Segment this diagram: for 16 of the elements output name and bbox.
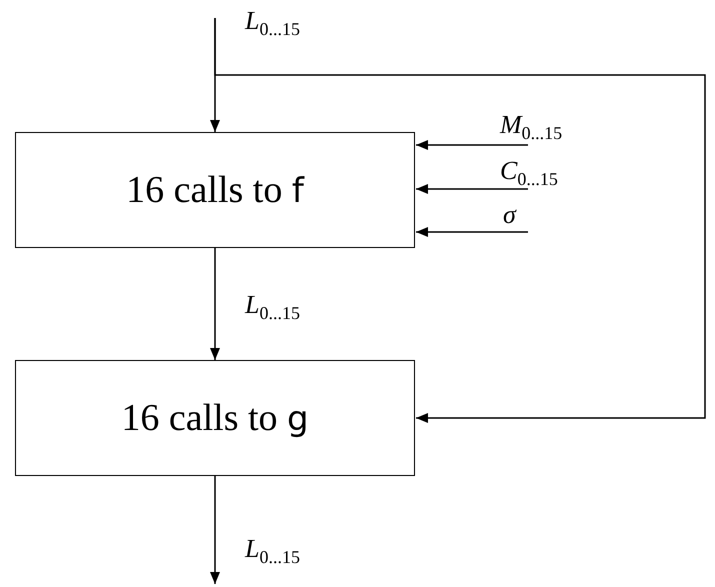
edge-label: L$_{0...15}$ <box>245 536 300 566</box>
box-text: 16 calls to g <box>121 396 309 440</box>
box-text: 16 calls to f <box>126 168 304 212</box>
arrow <box>210 476 220 584</box>
edge-label: C$_{0...15}$ <box>500 158 558 188</box>
edge-label: L$_{0...15}$ <box>245 8 300 38</box>
arrow <box>214 18 706 423</box>
process-box <box>15 132 415 248</box>
edge-label: M$_{0...15}$ <box>500 112 562 142</box>
arrow <box>210 248 220 360</box>
arrow <box>416 140 528 150</box>
edge-label: L$_{0...15}$ <box>245 292 300 322</box>
process-box <box>15 360 415 476</box>
arrow <box>416 184 528 194</box>
arrow <box>416 227 528 237</box>
edge-label: σ <box>503 202 516 228</box>
